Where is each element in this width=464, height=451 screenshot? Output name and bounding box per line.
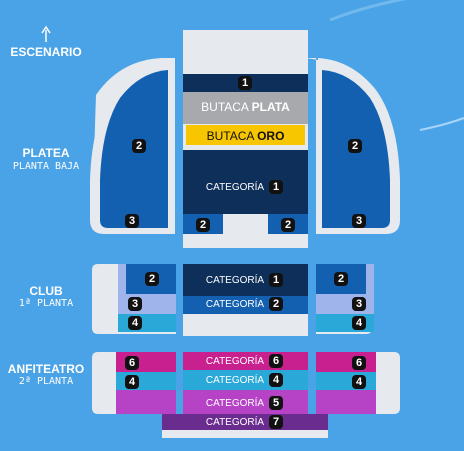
- platea-cat-badge: 1: [269, 180, 283, 194]
- platea-row-1-badge: 1: [238, 76, 252, 90]
- anfi-categoria-7[interactable]: [162, 414, 328, 430]
- club-row2-badge: 2: [269, 297, 283, 311]
- butaca-oro-section[interactable]: [186, 125, 305, 145]
- butaca-plata-section[interactable]: [183, 92, 308, 124]
- decor-streak: [329, 0, 407, 22]
- anfi-left-5[interactable]: [116, 390, 176, 414]
- club-label: CLUB: [29, 284, 63, 298]
- platea-label: PLATEA: [22, 146, 70, 160]
- butaca-plata-label: BUTACA PLATA: [183, 100, 308, 114]
- anfi-row1-label: CATEGORÍA: [205, 356, 265, 367]
- anfiteatro-sub-label: 2ª PLANTA: [18, 376, 74, 387]
- anfi-left-badge-4: 4: [125, 375, 139, 389]
- anfi-row2-label: CATEGORÍA: [205, 375, 265, 386]
- club-left-badge-2: 2: [145, 272, 159, 286]
- anfi-row1-badge: 6: [269, 354, 283, 368]
- platea-sub-label: PLANTA BAJA: [12, 161, 80, 172]
- anfi-categoria-5[interactable]: [183, 390, 308, 414]
- club-categoria-1[interactable]: [183, 264, 308, 296]
- anfi-base: [162, 430, 328, 438]
- platea-categoria-1[interactable]: [183, 150, 308, 214]
- club-left-3[interactable]: [118, 294, 176, 314]
- platea-bottom-right-badge: 2: [281, 218, 295, 232]
- club-right-badge-4: 4: [352, 316, 366, 330]
- club-left-badge-3: 3: [128, 297, 142, 311]
- club-left-edge: [118, 264, 126, 294]
- butaca-plata-prefix: BUTACA: [201, 100, 249, 114]
- club-center-base: [183, 314, 308, 336]
- platea-cat-label: CATEGORÍA: [205, 182, 265, 193]
- club-row1-label: CATEGORÍA: [205, 275, 265, 286]
- anfi-right-badge-6: 6: [352, 356, 366, 370]
- butaca-oro-name: ORO: [257, 129, 285, 143]
- platea-side-left-low-badge: 3: [125, 214, 139, 228]
- anfi-row2-badge: 4: [269, 373, 283, 387]
- anfi-right-5[interactable]: [316, 390, 376, 414]
- anfi-left-badge-6: 6: [125, 356, 139, 370]
- platea-side-right-badge: 2: [348, 139, 362, 153]
- anfi-right-6[interactable]: [316, 352, 376, 372]
- club-left-badge-4: 4: [128, 316, 142, 330]
- anfi-row4-label: CATEGORÍA: [205, 417, 265, 428]
- platea-side-right-low-badge: 3: [352, 214, 366, 228]
- club-right-badge-2: 2: [334, 272, 348, 286]
- anfi-right-badge-4: 4: [352, 375, 366, 389]
- butaca-plata-name: PLATA: [251, 100, 290, 114]
- anfi-right-4[interactable]: [316, 372, 376, 390]
- anfi-row4-badge: 7: [269, 415, 283, 429]
- club-row1-badge: 1: [269, 273, 283, 287]
- butaca-oro-prefix: BUTACA: [206, 129, 254, 143]
- platea-bottom-left-badge: 2: [196, 218, 210, 232]
- anfi-row3-label: CATEGORÍA: [205, 398, 265, 409]
- anfiteatro-label: ANFITEATRO: [7, 362, 85, 376]
- butaca-oro-label: BUTACA ORO: [186, 129, 305, 143]
- club-left-4[interactable]: [118, 314, 176, 332]
- club-row2-label: CATEGORÍA: [205, 299, 265, 310]
- decor-streak: [419, 117, 464, 131]
- club-right-badge-3: 3: [352, 297, 366, 311]
- club-right-edge: [366, 264, 374, 294]
- stage-arrow-head-icon: [41, 25, 51, 34]
- club-sub-label: 1ª PLANTA: [18, 298, 74, 309]
- platea-side-left-badge: 2: [132, 139, 146, 153]
- anfi-row3-badge: 5: [269, 396, 283, 410]
- stage-label: ESCENARIO: [10, 45, 82, 59]
